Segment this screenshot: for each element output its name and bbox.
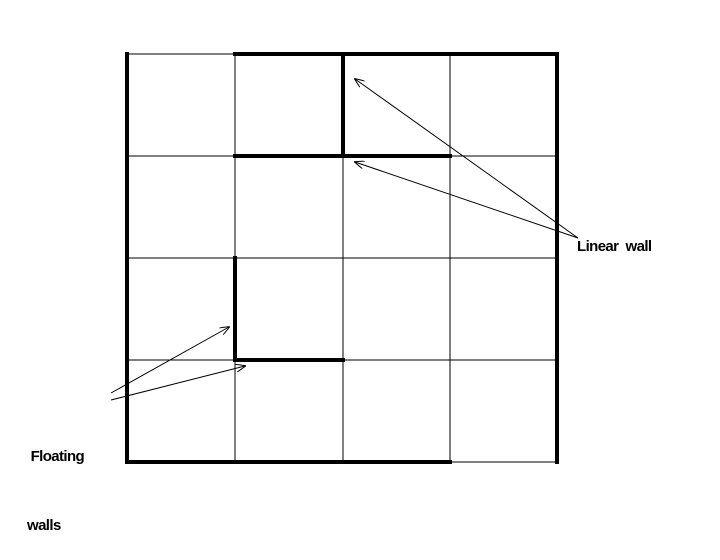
arrows <box>110 79 579 401</box>
arrow-linear-wall-2 <box>355 162 579 239</box>
floating-walls-label-line1: Floating <box>27 448 85 465</box>
arrow-floating-wall-2 <box>110 366 245 401</box>
floating-walls-label: Floating walls <box>27 399 85 560</box>
linear-wall-label: Linear wall <box>577 238 652 255</box>
floating-walls-label-line2: walls <box>27 517 61 534</box>
walls <box>125 52 559 464</box>
maze-diagram <box>110 52 579 464</box>
arrow-linear-wall-1 <box>355 79 579 239</box>
arrow-floating-wall-1 <box>110 327 229 394</box>
